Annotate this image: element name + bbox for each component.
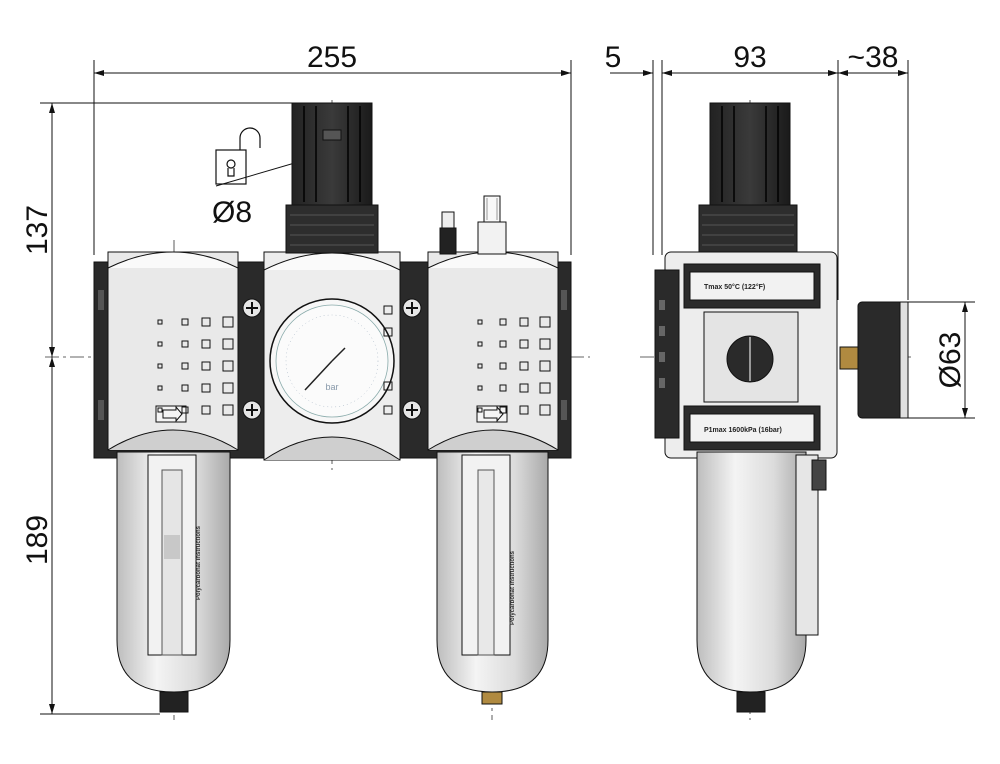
dim-137: 137	[21, 205, 54, 255]
vent-square	[539, 316, 551, 328]
vent-square	[477, 363, 483, 369]
padlock-icon	[215, 127, 261, 185]
front-view: bar	[93, 102, 572, 713]
vent-square	[477, 341, 483, 347]
vent-square	[157, 407, 163, 413]
vent-square	[499, 384, 507, 392]
gauge-unit-label: bar	[325, 382, 338, 392]
filter-module-left	[107, 251, 239, 451]
bowl-instruction-right: Polycarbonat Instructions	[510, 550, 516, 625]
vent-square	[222, 338, 234, 350]
vent-square	[383, 405, 393, 415]
vent-square	[181, 318, 189, 326]
vent-square	[477, 385, 483, 391]
vent-square	[499, 340, 507, 348]
vent-square	[222, 316, 234, 328]
vent-square	[222, 360, 234, 372]
vent-square	[201, 383, 211, 393]
vent-squares-left	[157, 316, 234, 416]
dim-255: 255	[307, 41, 357, 74]
vent-square	[181, 406, 189, 414]
vent-square	[519, 339, 529, 349]
vent-square	[383, 327, 393, 337]
lubricator-bowl-right: Polycarbonat Instructions	[436, 451, 549, 705]
filter-bowl-left: Polycarbonat Instructions	[116, 451, 231, 713]
temp-label: Tmax 50°C (122°F)	[704, 283, 765, 291]
vent-square	[181, 362, 189, 370]
vent-square	[539, 382, 551, 394]
vent-square	[201, 339, 211, 349]
vent-square	[499, 318, 507, 326]
vent-square	[519, 405, 529, 415]
regulator-module: bar	[263, 251, 401, 461]
vent-square	[181, 340, 189, 348]
vent-square	[477, 407, 483, 413]
side-view: Tmax 50°C (122°F) P1max 1600kPa (16bar)	[654, 102, 909, 713]
dim-gauge-diameter: Ø63	[934, 332, 967, 389]
pressure-label: P1max 1600kPa (16bar)	[704, 427, 782, 434]
vent-square	[383, 305, 393, 315]
vent-square	[181, 384, 189, 392]
lubricator-module-right	[427, 251, 559, 451]
vent-square	[499, 362, 507, 370]
dim-38: ~38	[848, 41, 899, 74]
vent-square	[222, 404, 234, 416]
dim-5: 5	[605, 41, 622, 74]
vent-square	[519, 317, 529, 327]
vent-square	[201, 317, 211, 327]
dimension-lines	[40, 60, 975, 715]
dim-189: 189	[21, 515, 54, 565]
vent-square	[157, 363, 163, 369]
vent-square	[201, 361, 211, 371]
dim-93: 93	[733, 41, 766, 74]
vent-squares-middle	[383, 305, 393, 415]
fill-plug	[439, 195, 507, 255]
vent-square	[222, 382, 234, 394]
regulator-knob	[285, 102, 379, 254]
vent-square	[383, 381, 393, 391]
dim-lock-hole: Ø8	[212, 196, 252, 229]
vent-square	[539, 360, 551, 372]
vent-square	[477, 319, 483, 325]
vent-squares-right	[477, 316, 551, 416]
vent-square	[519, 361, 529, 371]
vent-square	[499, 406, 507, 414]
vent-square	[519, 383, 529, 393]
vent-square	[157, 319, 163, 325]
vent-square	[157, 341, 163, 347]
bowl-instruction-left: Polycarbonat Instructions	[196, 525, 202, 600]
vent-square	[201, 405, 211, 415]
vent-square	[539, 338, 551, 350]
vent-square	[539, 404, 551, 416]
vent-square	[157, 385, 163, 391]
